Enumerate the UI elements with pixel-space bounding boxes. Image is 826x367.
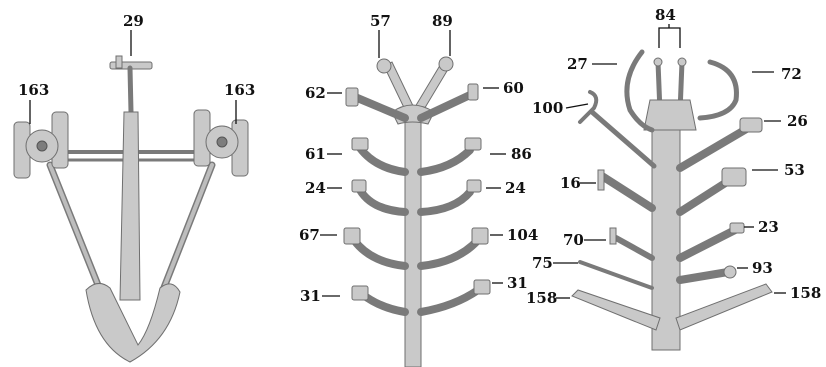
label-c-bottom-left: 158 [526,289,557,307]
label-c-hook-right: 72 [781,65,802,83]
panel-c-bar-100 [580,92,654,166]
panel-a-center-rod [120,112,140,300]
label-c-70: 70 [563,231,584,249]
panel-a: 29 163 163 [14,12,255,362]
label-b-r3-left: 24 [305,179,326,197]
label-c-hook-left: 27 [567,55,588,73]
panel-b: 57 89 62 60 61 86 24 24 67 104 31 31 [299,12,538,367]
label-b-r1-right: 60 [503,79,524,97]
label-b-r3-right: 24 [505,179,526,197]
panel-a-top-tee [110,56,152,112]
panel-c-top-pins [644,58,696,130]
label-c-26: 26 [787,112,808,130]
label-c-75: 75 [532,254,553,272]
label-a-top: 29 [123,12,144,30]
label-a-right: 163 [224,81,255,99]
label-c-53: 53 [784,161,805,179]
panel-c-right-arms [680,118,762,280]
label-b-r4-left: 67 [299,226,320,244]
label-b-top-right: 89 [432,12,453,30]
label-b-r2-right: 86 [511,145,532,163]
panel-a-left-wheel [14,112,68,178]
panel-c-left-arms [580,170,652,288]
label-c-23: 23 [758,218,779,236]
label-b-top-left: 57 [370,12,391,30]
label-a-left: 163 [18,81,49,99]
label-c-bottom-right: 158 [790,284,821,302]
panel-c-trunk [652,110,680,350]
label-c-93: 93 [752,259,773,277]
label-c-top: 84 [655,6,676,24]
label-b-r4-right: 104 [507,226,538,244]
label-b-r2-left: 61 [305,145,326,163]
label-c-16: 16 [560,174,581,192]
panel-b-trunk [405,112,421,367]
label-b-r5-left: 31 [300,287,321,305]
label-c-100: 100 [532,99,563,117]
label-b-r5-right: 31 [507,274,528,292]
panel-a-right-wheel [194,110,248,176]
label-b-r1-left: 62 [305,84,326,102]
panel-c: 84 27 72 100 26 53 16 23 70 75 93 158 15… [526,6,821,350]
